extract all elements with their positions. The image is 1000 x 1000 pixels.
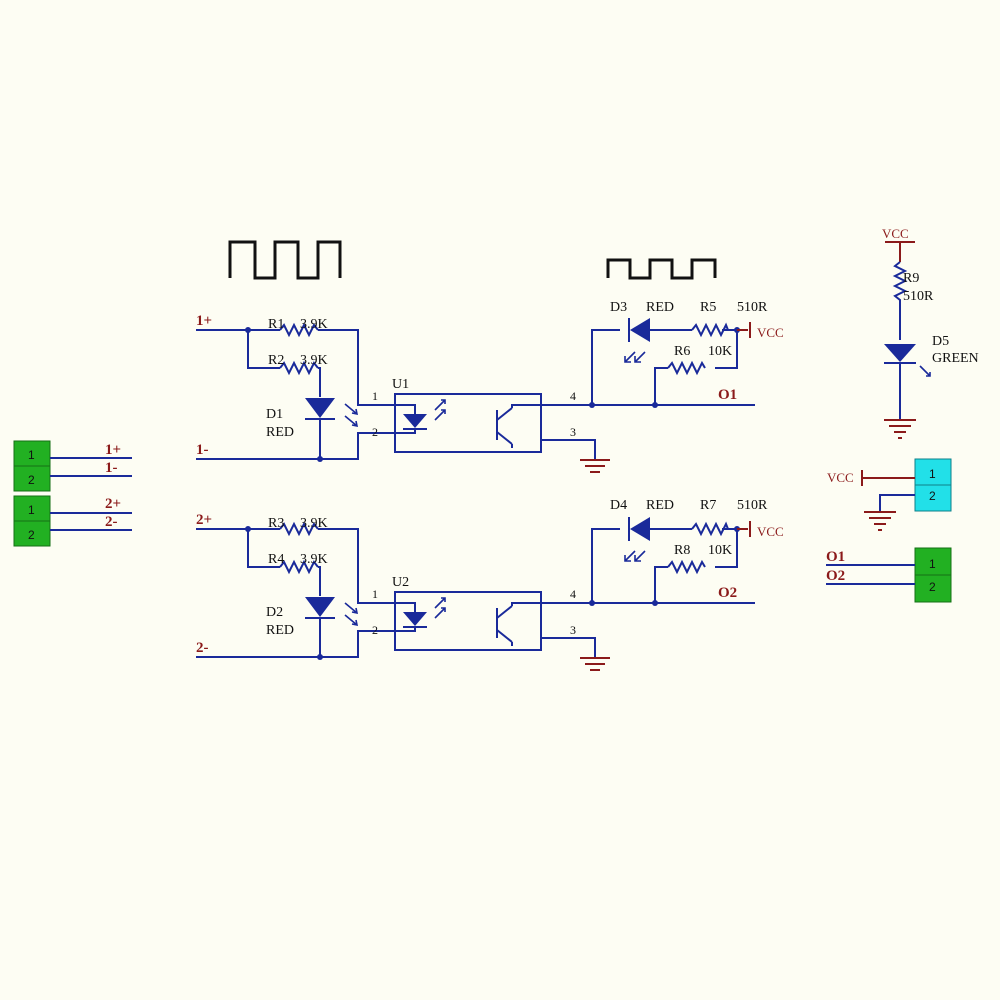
- r6-value: 10K: [708, 344, 732, 359]
- svg-text:1: 1: [372, 587, 378, 601]
- net-label-o2: O2: [718, 585, 737, 601]
- d5-value: GREEN: [932, 351, 979, 366]
- optocoupler-u2: [394, 591, 542, 651]
- r8-value: 10K: [708, 543, 732, 558]
- resistor-r1: [279, 322, 319, 338]
- net-label-conn-2p: 2+: [105, 496, 121, 512]
- d4-value: RED: [646, 498, 674, 513]
- d2-value: RED: [266, 623, 294, 638]
- r6-ref: R6: [674, 344, 690, 359]
- net-label-2n: 2-: [196, 640, 209, 656]
- r2-value: 3.9K: [300, 353, 328, 368]
- net-label-conn-1p: 1+: [105, 442, 121, 458]
- output-connector: 1 2: [826, 547, 952, 603]
- resistor-r3: [279, 521, 319, 537]
- r8-ref: R8: [674, 543, 690, 558]
- channel-2: [196, 517, 755, 671]
- optocoupler-u1: [394, 393, 542, 453]
- led-d2: [305, 597, 335, 617]
- svg-text:2: 2: [28, 473, 35, 487]
- d5-ref: D5: [932, 334, 949, 349]
- power-connector: 1 2: [861, 458, 952, 531]
- u2-ref: U2: [392, 575, 409, 590]
- input-connector-1: 1 2: [13, 440, 51, 492]
- d2-ref: D2: [266, 605, 283, 620]
- vcc-label-power: VCC: [882, 226, 909, 241]
- net-label-2p: 2+: [196, 512, 212, 528]
- d1-ref: D1: [266, 407, 283, 422]
- input-connector-2: 1 2: [13, 495, 51, 547]
- r1-value: 3.9K: [300, 317, 328, 332]
- resistor-r8: [667, 559, 706, 575]
- vcc-label-connector: VCC: [827, 470, 854, 485]
- r7-value: 510R: [737, 498, 768, 513]
- vcc-label-ch1: VCC: [757, 325, 784, 340]
- d3-value: RED: [646, 300, 674, 315]
- svg-text:2: 2: [929, 489, 936, 503]
- svg-text:1: 1: [929, 467, 936, 481]
- r5-ref: R5: [700, 300, 716, 315]
- svg-text:2: 2: [929, 580, 936, 594]
- net-label-1n: 1-: [196, 442, 209, 458]
- d3-ref: D3: [610, 300, 627, 315]
- resistor-r5: [691, 322, 729, 338]
- r1-ref: R1: [268, 317, 284, 332]
- r3-ref: R3: [268, 516, 284, 531]
- r2-ref: R2: [268, 353, 284, 368]
- svg-text:2: 2: [28, 528, 35, 542]
- resistor-r6: [667, 360, 706, 376]
- svg-text:1: 1: [929, 557, 936, 571]
- power-indicator: [884, 241, 931, 439]
- svg-text:4: 4: [570, 587, 576, 601]
- led-d1: [305, 398, 335, 418]
- resistor-r9: [892, 261, 908, 340]
- svg-text:2: 2: [372, 623, 378, 637]
- resistor-r2: [279, 360, 319, 376]
- svg-text:3: 3: [570, 425, 576, 439]
- svg-text:3: 3: [570, 623, 576, 637]
- d4-ref: D4: [610, 498, 627, 513]
- input-square-wave: [228, 240, 342, 280]
- output-square-wave: [606, 258, 717, 280]
- net-label-1p: 1+: [196, 313, 212, 329]
- vcc-label-ch2: VCC: [757, 524, 784, 539]
- svg-text:4: 4: [570, 389, 576, 403]
- net-label-conn-o2: O2: [826, 568, 845, 584]
- led-d4: [630, 517, 650, 541]
- led-d5: [884, 344, 916, 362]
- svg-text:1: 1: [372, 389, 378, 403]
- ground-ch2: [580, 657, 610, 671]
- r3-value: 3.9K: [300, 516, 328, 531]
- r5-value: 510R: [737, 300, 768, 315]
- net-label-o1: O1: [718, 387, 737, 403]
- d1-value: RED: [266, 425, 294, 440]
- net-label-conn-o1: O1: [826, 549, 845, 565]
- net-label-conn-2n: 2-: [105, 514, 118, 530]
- net-label-conn-1n: 1-: [105, 460, 118, 476]
- r9-value: 510R: [903, 289, 934, 304]
- svg-text:1: 1: [28, 448, 35, 462]
- r9-ref: R9: [903, 271, 919, 286]
- r4-ref: R4: [268, 552, 284, 567]
- resistor-r4: [279, 559, 319, 575]
- led-d3: [630, 318, 650, 342]
- input-connector-wires: [50, 457, 132, 531]
- r4-value: 3.9K: [300, 552, 328, 567]
- channel-1: [196, 318, 755, 473]
- ground-ch1: [580, 459, 610, 473]
- svg-text:1: 1: [28, 503, 35, 517]
- svg-text:2: 2: [372, 425, 378, 439]
- r7-ref: R7: [700, 498, 716, 513]
- resistor-r7: [691, 521, 729, 537]
- u1-ref: U1: [392, 377, 409, 392]
